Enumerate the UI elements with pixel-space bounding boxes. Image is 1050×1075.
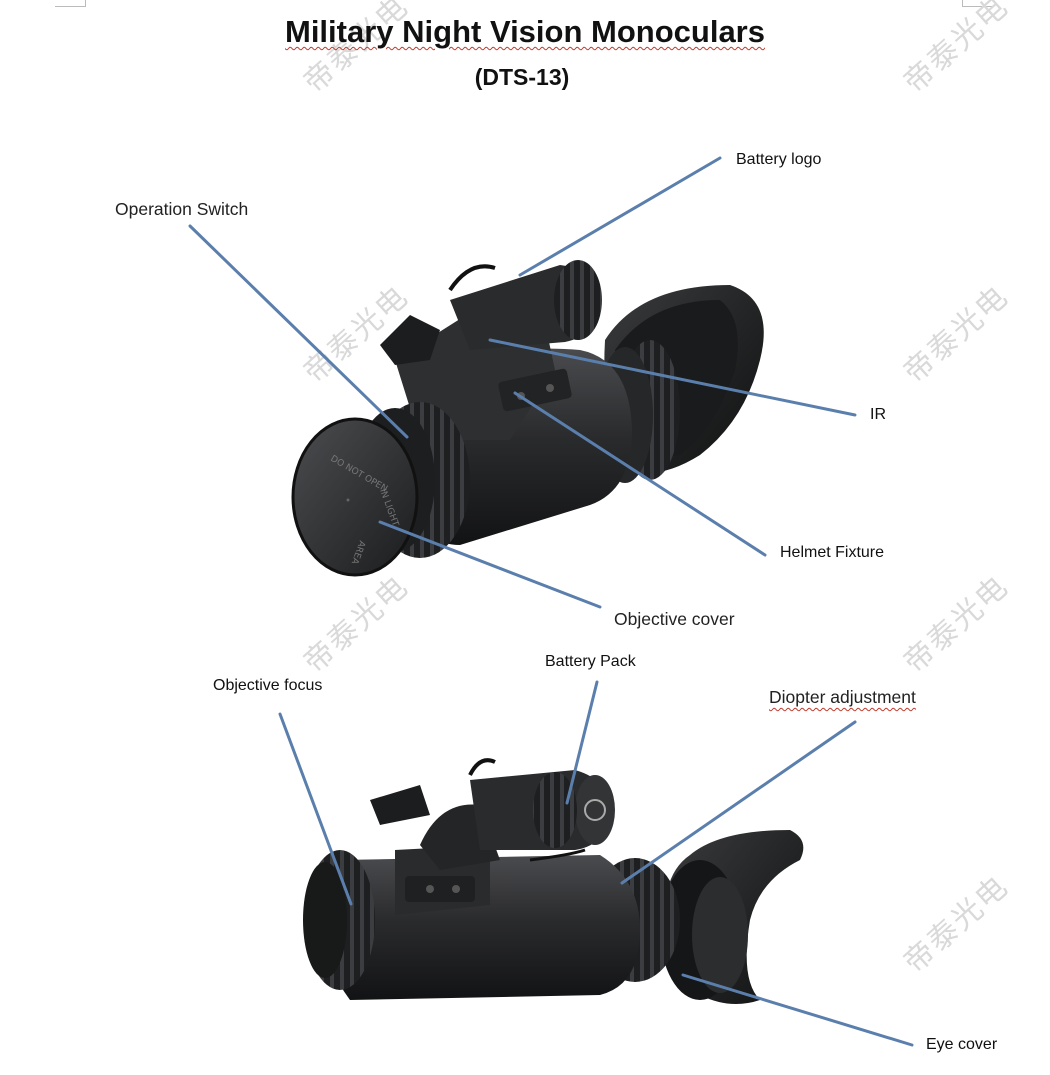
leader-helmet-fixture <box>513 391 767 557</box>
label-battery-pack: Battery Pack <box>545 653 636 670</box>
monocular-top-view: DO NOT OPEN IN LIGHT AREA <box>291 260 764 577</box>
leader-battery-logo <box>518 156 722 277</box>
leader-objective-focus <box>278 712 353 906</box>
monocular-side-view <box>303 758 804 1004</box>
page-title: Military Night Vision Monoculars <box>285 14 765 49</box>
label-objective-cover: Objective cover <box>614 609 735 629</box>
leader-diopter-adjustment <box>620 720 857 885</box>
leader-operation-switch <box>188 224 409 439</box>
label-diopter-adjustment: Diopter adjustment <box>769 687 916 708</box>
label-operation-switch: Operation Switch <box>115 199 249 219</box>
corner-mark-right <box>962 0 993 7</box>
leader-eye-cover <box>681 973 914 1047</box>
label-eye-cover: Eye cover <box>926 1036 998 1053</box>
leader-objective-cover <box>378 520 602 609</box>
page-subtitle: (DTS-13) <box>474 64 570 90</box>
leader-battery-pack <box>565 680 599 805</box>
label-objective-focus: Objective focus <box>213 677 323 694</box>
label-ir: IR <box>870 406 886 423</box>
label-battery-logo: Battery logo <box>736 151 822 168</box>
objective-cover-cap <box>291 417 419 577</box>
leader-ir <box>488 338 857 417</box>
diopter-text: Diopter adjustment <box>769 687 916 707</box>
corner-mark-left <box>55 0 86 7</box>
label-helmet-fixture: Helmet Fixture <box>780 544 885 561</box>
